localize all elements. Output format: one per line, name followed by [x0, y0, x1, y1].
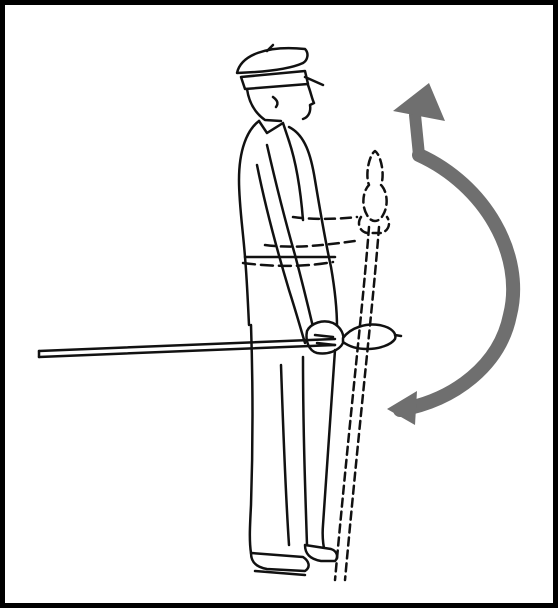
belt-dashed-line	[243, 262, 333, 266]
mace-vertical-dashed	[335, 151, 389, 580]
trousers-back	[250, 325, 253, 553]
drum-major-illustration	[5, 5, 553, 603]
arm-dashed-path	[293, 217, 357, 219]
arrowhead-left-icon	[387, 391, 417, 425]
collar	[259, 121, 289, 141]
rotation-arrow	[387, 83, 513, 425]
mace-horizontal	[39, 325, 401, 357]
cap	[237, 45, 323, 89]
coat-back	[239, 121, 259, 325]
arrowhead-up-icon	[393, 83, 445, 121]
trousers-front	[323, 350, 335, 553]
shoes	[251, 545, 337, 575]
hand	[306, 321, 343, 353]
head	[247, 85, 314, 121]
coat-front	[289, 127, 337, 327]
